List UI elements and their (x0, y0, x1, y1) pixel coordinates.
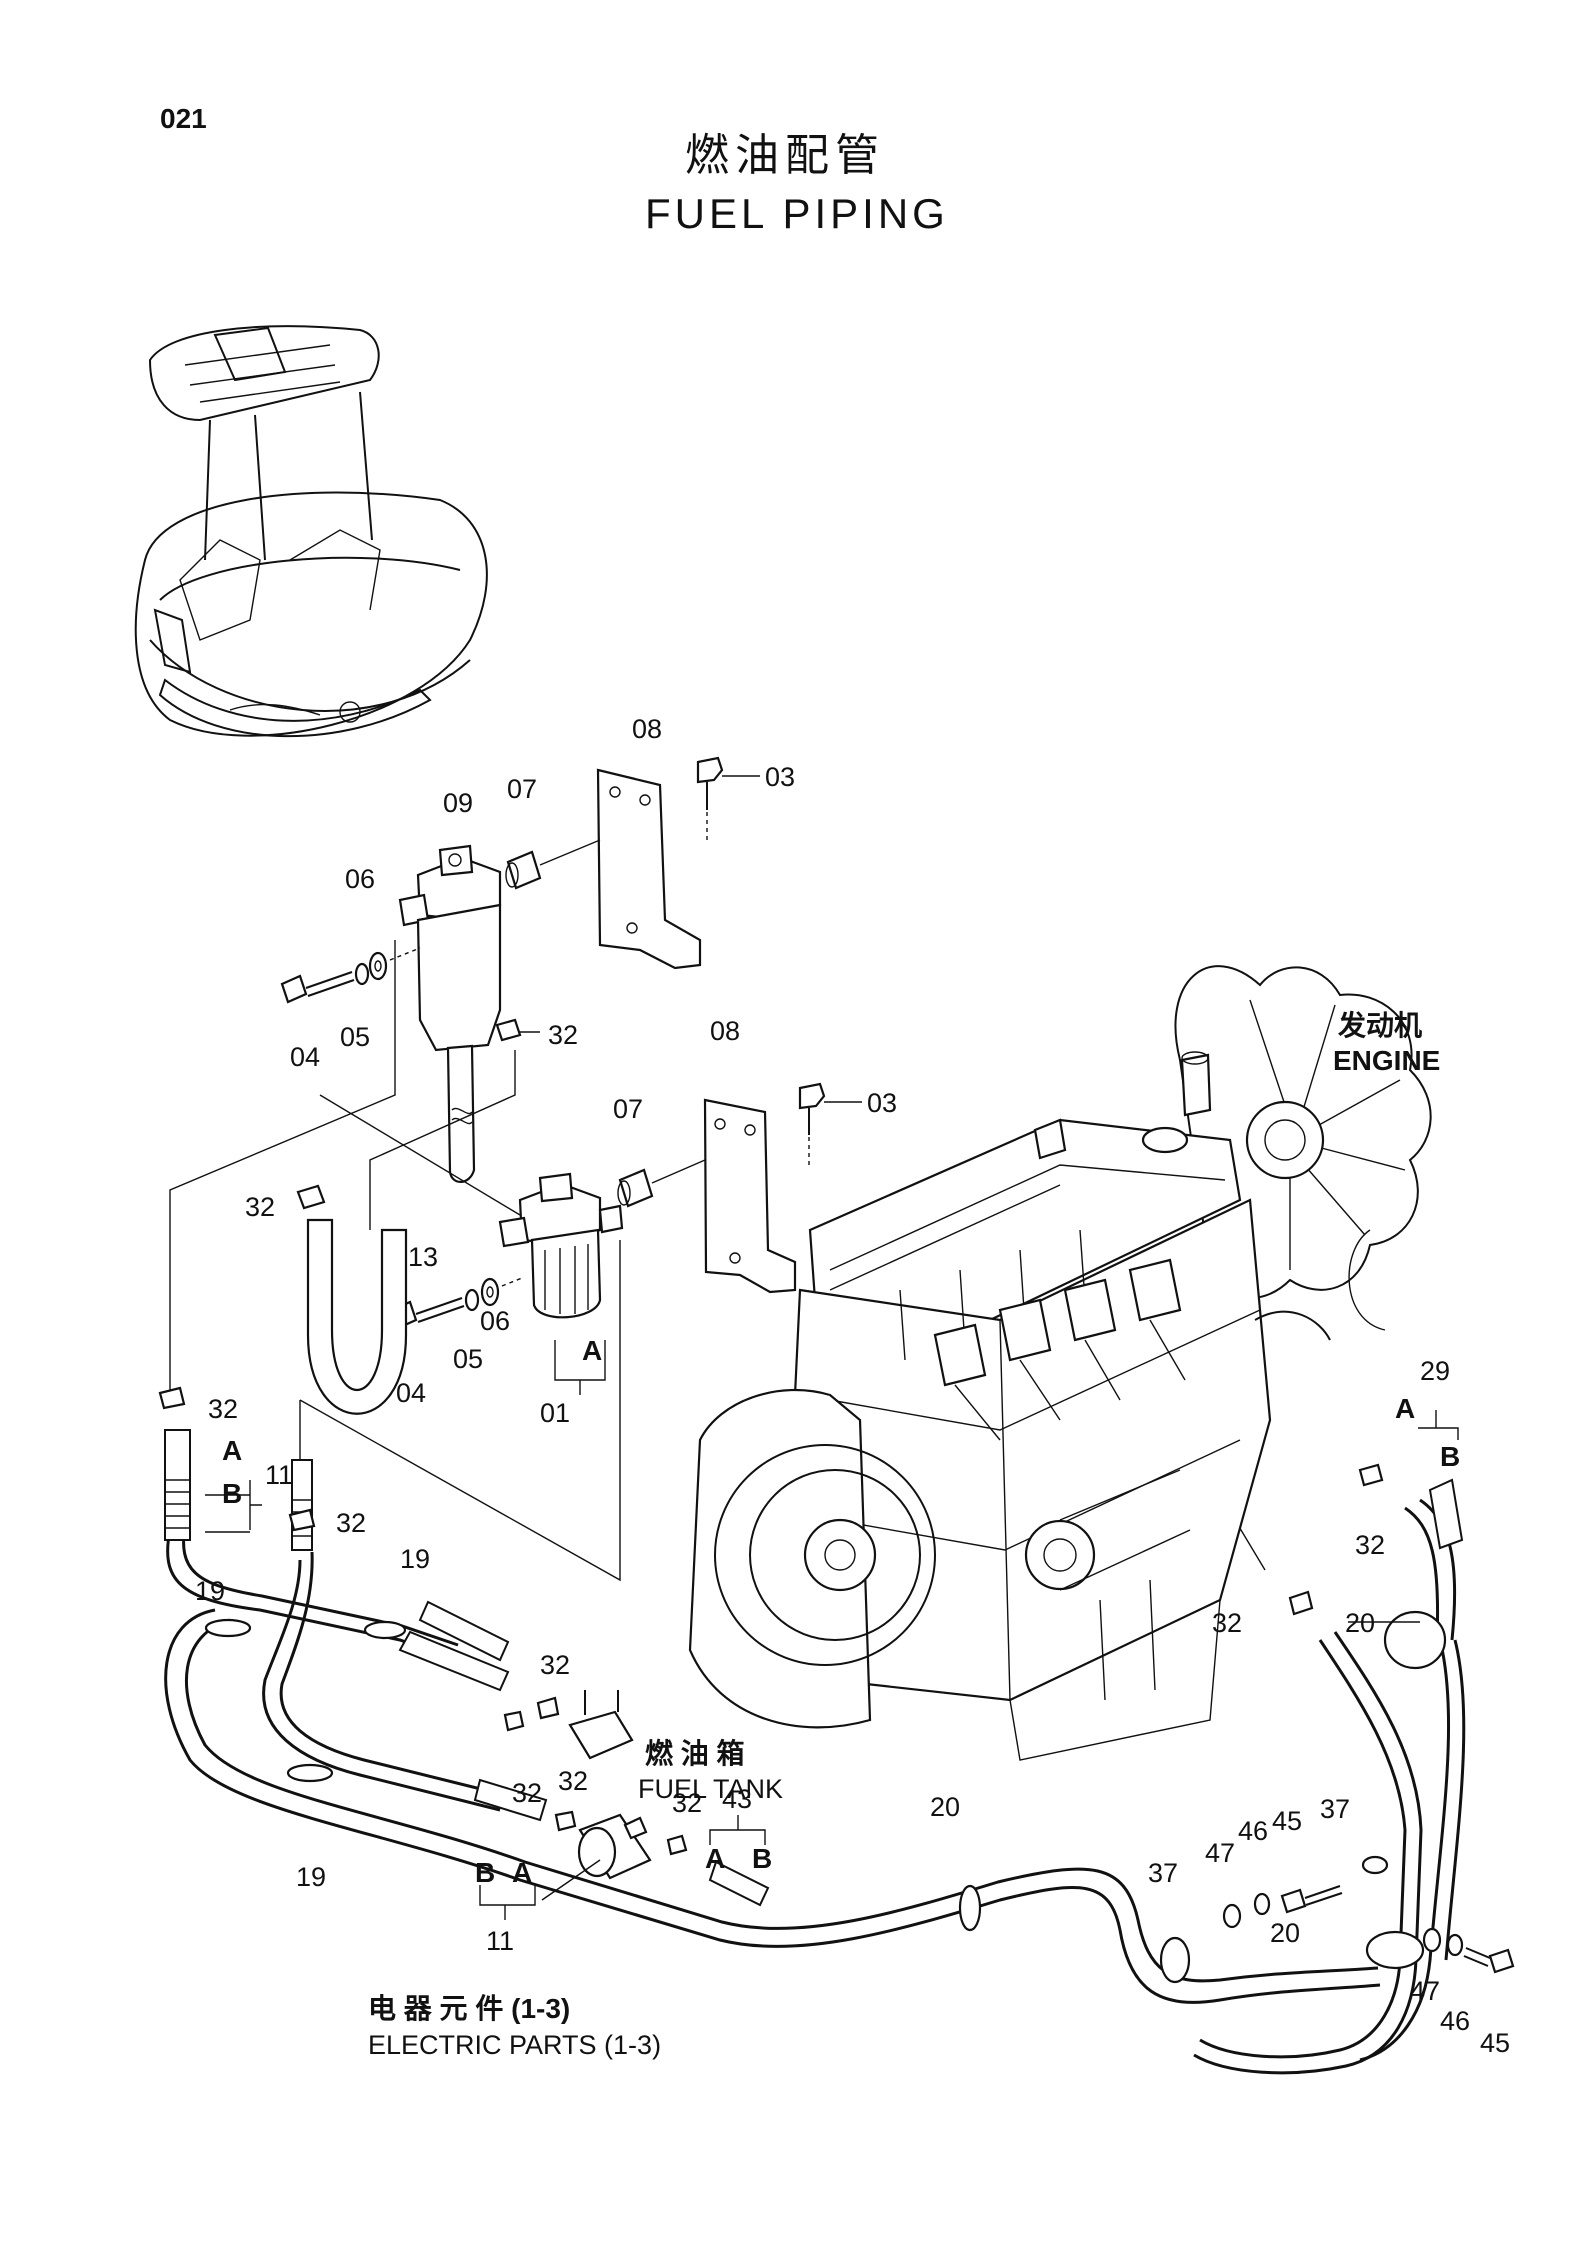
engine-illustration (688, 965, 1432, 1761)
part-label: 46 (1440, 2006, 1470, 2036)
hose-13 (296, 1184, 408, 1415)
fuel-lines (158, 1386, 1515, 2075)
part-label: 07 (507, 774, 537, 804)
part-label: 20 (1345, 1608, 1375, 1638)
part-label: 32 (1212, 1608, 1242, 1638)
part-label: A (1395, 1393, 1415, 1424)
part-label: 32 (672, 1788, 702, 1818)
part-label: A (512, 1857, 532, 1888)
lower-fuel-filter-assembly (390, 1082, 862, 1395)
engine-label-cn: 发动机 (1337, 1009, 1422, 1041)
part-label: B (222, 1478, 242, 1509)
page-number: 021 (160, 103, 207, 134)
part-label: 45 (1272, 1806, 1302, 1836)
part-label: 32 (245, 1192, 275, 1222)
part-label: 29 (1420, 1356, 1450, 1386)
fuel-tank-label-en: FUEL TANK (638, 1774, 783, 1804)
part-label: 32 (540, 1650, 570, 1680)
excavator-overview-illustration (134, 325, 488, 738)
part-label: 01 (540, 1398, 570, 1428)
part-label: 08 (710, 1016, 740, 1046)
part-label: 43 (722, 1784, 752, 1814)
upper-fuel-filter-assembly (280, 756, 760, 1183)
part-label: B (1440, 1441, 1460, 1472)
part-label: 09 (443, 788, 473, 818)
part-label: 13 (408, 1242, 438, 1272)
part-labels: 08 03 09 07 06 04 05 32 08 03 07 32 13 0… (195, 714, 1510, 2058)
part-label: 20 (930, 1792, 960, 1822)
part-label: 05 (340, 1022, 370, 1052)
part-label: 04 (290, 1042, 320, 1072)
part-label: 47 (1410, 1976, 1440, 2006)
electric-parts-label-en: ELECTRIC PARTS (1-3) (368, 2030, 661, 2060)
part-label: 03 (765, 762, 795, 792)
part-label: A (222, 1435, 242, 1466)
part-label: B (752, 1843, 772, 1874)
engine-label-en: ENGINE (1333, 1045, 1440, 1076)
part-label: 32 (336, 1508, 366, 1538)
part-label: 32 (208, 1394, 238, 1424)
part-label: 37 (1320, 1794, 1350, 1824)
part-label: A (582, 1335, 602, 1366)
part-label: 32 (558, 1766, 588, 1796)
part-label: 32 (512, 1778, 542, 1808)
part-label: 45 (1480, 2028, 1510, 2058)
part-label: 08 (632, 714, 662, 744)
part-label: 06 (480, 1306, 510, 1336)
part-label: 11 (265, 1460, 293, 1490)
part-label: 47 (1205, 1838, 1235, 1868)
part-label: A (705, 1843, 725, 1874)
part-label: 05 (453, 1344, 483, 1374)
part-label: 11 (486, 1926, 514, 1956)
part-label: 32 (548, 1020, 578, 1050)
part-label: 19 (400, 1544, 430, 1574)
part-label: 03 (867, 1088, 897, 1118)
part-label: 07 (613, 1094, 643, 1124)
part-label: 19 (296, 1862, 326, 1892)
part-label: 20 (1270, 1918, 1300, 1948)
part-label: 19 (195, 1576, 225, 1606)
part-label: 04 (396, 1378, 426, 1408)
part-label: 46 (1238, 1816, 1268, 1846)
electric-parts-label-cn: 电 器 元 件 (1-3) (368, 1993, 570, 2024)
fuel-tank-label-cn: 燃 油 箱 (645, 1737, 745, 1769)
part-label: 37 (1148, 1858, 1178, 1888)
part-label: B (475, 1857, 495, 1888)
title-chinese: 燃油配管 (685, 130, 885, 181)
part-label: 06 (345, 864, 375, 894)
title-english: FUEL PIPING (645, 190, 949, 237)
part-label: 32 (1355, 1530, 1385, 1560)
